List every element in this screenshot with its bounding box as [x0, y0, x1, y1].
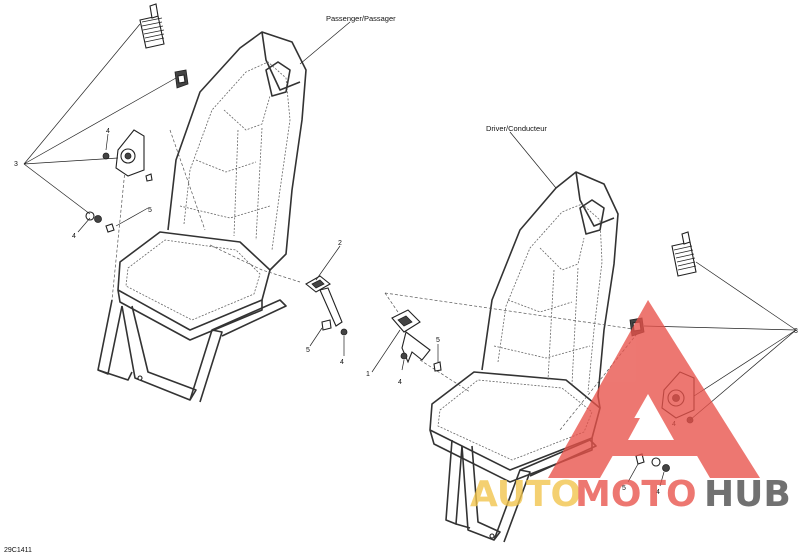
watermark-moto: MOTO	[575, 474, 697, 515]
callout-3-right: 3	[794, 328, 798, 335]
callout-4-buckle-right: 4	[398, 379, 402, 386]
buckle-right	[391, 309, 442, 372]
belt-guide-left	[174, 69, 189, 89]
retractor-left	[115, 129, 145, 177]
passenger-seat	[97, 31, 307, 403]
watermark-logo: AUTO MOTO HUB	[470, 300, 791, 515]
passenger-label: Passenger/Passager	[326, 14, 396, 23]
callout-4-right: 4	[656, 489, 660, 496]
watermark-triangle-icon	[548, 300, 716, 478]
driver-label: Driver/Conducteur	[486, 124, 547, 133]
figure-code: 29C1411	[4, 547, 32, 554]
callout-4-lower-left: 4	[72, 233, 76, 240]
callout-5-right: 5	[622, 485, 626, 492]
buckle-left	[305, 275, 348, 336]
retractor-spring-right	[671, 231, 697, 277]
construction-lines	[111, 129, 641, 431]
callout-2: 2	[338, 240, 342, 247]
frame-bolt	[137, 375, 143, 381]
callout-4-buckle-left: 4	[340, 359, 344, 366]
fasteners-right	[635, 453, 670, 472]
watermark-hub: HUB	[704, 474, 791, 515]
callout-1: 1	[366, 371, 370, 378]
callout-5-buckle-right: 5	[436, 337, 440, 344]
watermark-auto: AUTO	[470, 474, 581, 515]
frame-bolt	[489, 533, 495, 539]
callout-5-left: 5	[148, 207, 152, 214]
callout-3-left: 3	[14, 161, 18, 168]
callout-5-buckle-left: 5	[306, 347, 310, 354]
callout-4-upper-left: 4	[106, 128, 110, 135]
retractor-spring-left	[139, 3, 165, 49]
